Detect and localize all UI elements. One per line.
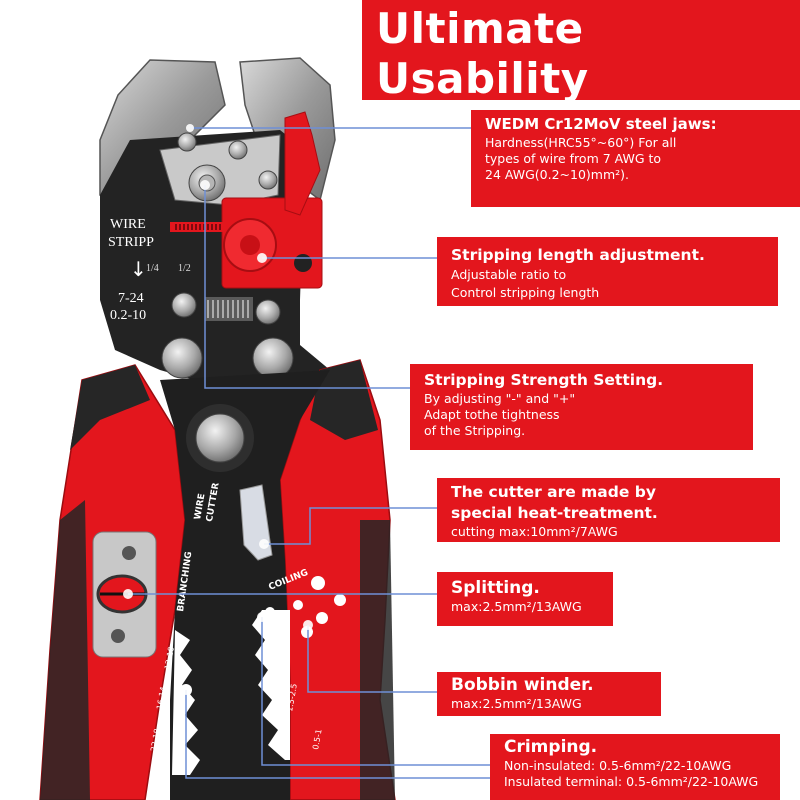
feature-strength-title: Stripping Strength Setting. [424, 371, 664, 389]
feature-bobbin-title: Bobbin winder. [451, 675, 594, 695]
marking-range-a: 7-24 [118, 291, 144, 306]
feature-cutter: The cutter are made by special heat-trea… [437, 478, 780, 542]
header-banner: Ultimate Usability Easily cut, crimp, or… [362, 0, 800, 152]
feature-length: Stripping length adjustment. Adjustable … [437, 237, 778, 306]
feature-length-line1: Adjustable ratio to [451, 267, 567, 282]
feature-cutter-title-2: special heat-treatment. [451, 504, 658, 522]
feature-strength-line3: of the Stripping. [424, 423, 526, 438]
marking-crimp-3: 22-18 [149, 728, 162, 752]
feature-jaws-line1: Hardness(HRC55°~60°) For all [485, 135, 677, 150]
feature-splitting: Splitting. max:2.5mm²/13AWG [437, 572, 613, 626]
marking-crimp-6: 0.5-1 [311, 728, 323, 750]
feature-crimping-line1: Non-insulated: 0.5-6mm²/22-10AWG [504, 758, 732, 773]
spring-track [170, 222, 225, 232]
feature-jaws-line3: 24 AWG(0.2~10)mm²). [485, 167, 630, 182]
feature-strength-line2: Adapt tothe tightness [424, 407, 560, 422]
feature-length-line2: Control stripping length [451, 285, 600, 300]
feature-bobbin: Bobbin winder. max:2.5mm²/13AWG [437, 672, 661, 716]
marking-scale-a: 1/4 [146, 263, 159, 274]
callout-line-strength [204, 185, 410, 389]
feature-strength: Stripping Strength Setting. By adjusting… [410, 364, 753, 450]
feature-strength-line1: By adjusting "-" and "+" [424, 391, 576, 406]
feature-jaws-title: WEDM Cr12MoV steel jaws: [485, 115, 717, 133]
marking-crimp-1: 12-10 [163, 646, 176, 670]
feature-splitting-line1: max:2.5mm²/13AWG [451, 599, 582, 614]
callout-line-crimp-b [185, 690, 490, 779]
marking-crimp-2: 16-14 [155, 686, 168, 710]
marking-arrow: ↓ [130, 257, 147, 281]
feature-bobbin-line1: max:2.5mm²/13AWG [451, 696, 582, 711]
marking-scale-b: 1/2 [178, 263, 191, 274]
marking-range-b: 0.2-10 [110, 308, 146, 323]
feature-crimping: Crimping. Non-insulated: 0.5-6mm²/22-10A… [490, 734, 780, 800]
callout-line-crimp-a [261, 617, 490, 766]
callout-line-bobbin [307, 625, 437, 693]
marking-crimp-4: 4-6 [279, 644, 290, 658]
callout-line-cutter [264, 507, 437, 545]
marking-wire-cutter-1: WIRE [193, 493, 207, 521]
feature-jaws-line2: types of wire from 7 AWG to [485, 151, 662, 166]
marking-wire: WIRE [110, 217, 146, 232]
feature-crimping-line2: Insulated terminal: 0.5-6mm²/22-10AWG [504, 774, 759, 789]
page-title: Ultimate Usability [376, 4, 589, 103]
marking-strip: STRIPP [108, 235, 154, 250]
feature-jaws: WEDM Cr12MoV steel jaws: Hardness(HRC55°… [471, 110, 800, 207]
trigger-lever [284, 111, 321, 216]
feature-cutter-line1: cutting max:10mm²/7AWG [451, 524, 618, 539]
feature-cutter-title-1: The cutter are made by [451, 483, 656, 501]
feature-crimping-title: Crimping. [504, 737, 598, 757]
feature-splitting-title: Splitting. [451, 578, 540, 598]
feature-length-title: Stripping length adjustment. [451, 246, 705, 264]
